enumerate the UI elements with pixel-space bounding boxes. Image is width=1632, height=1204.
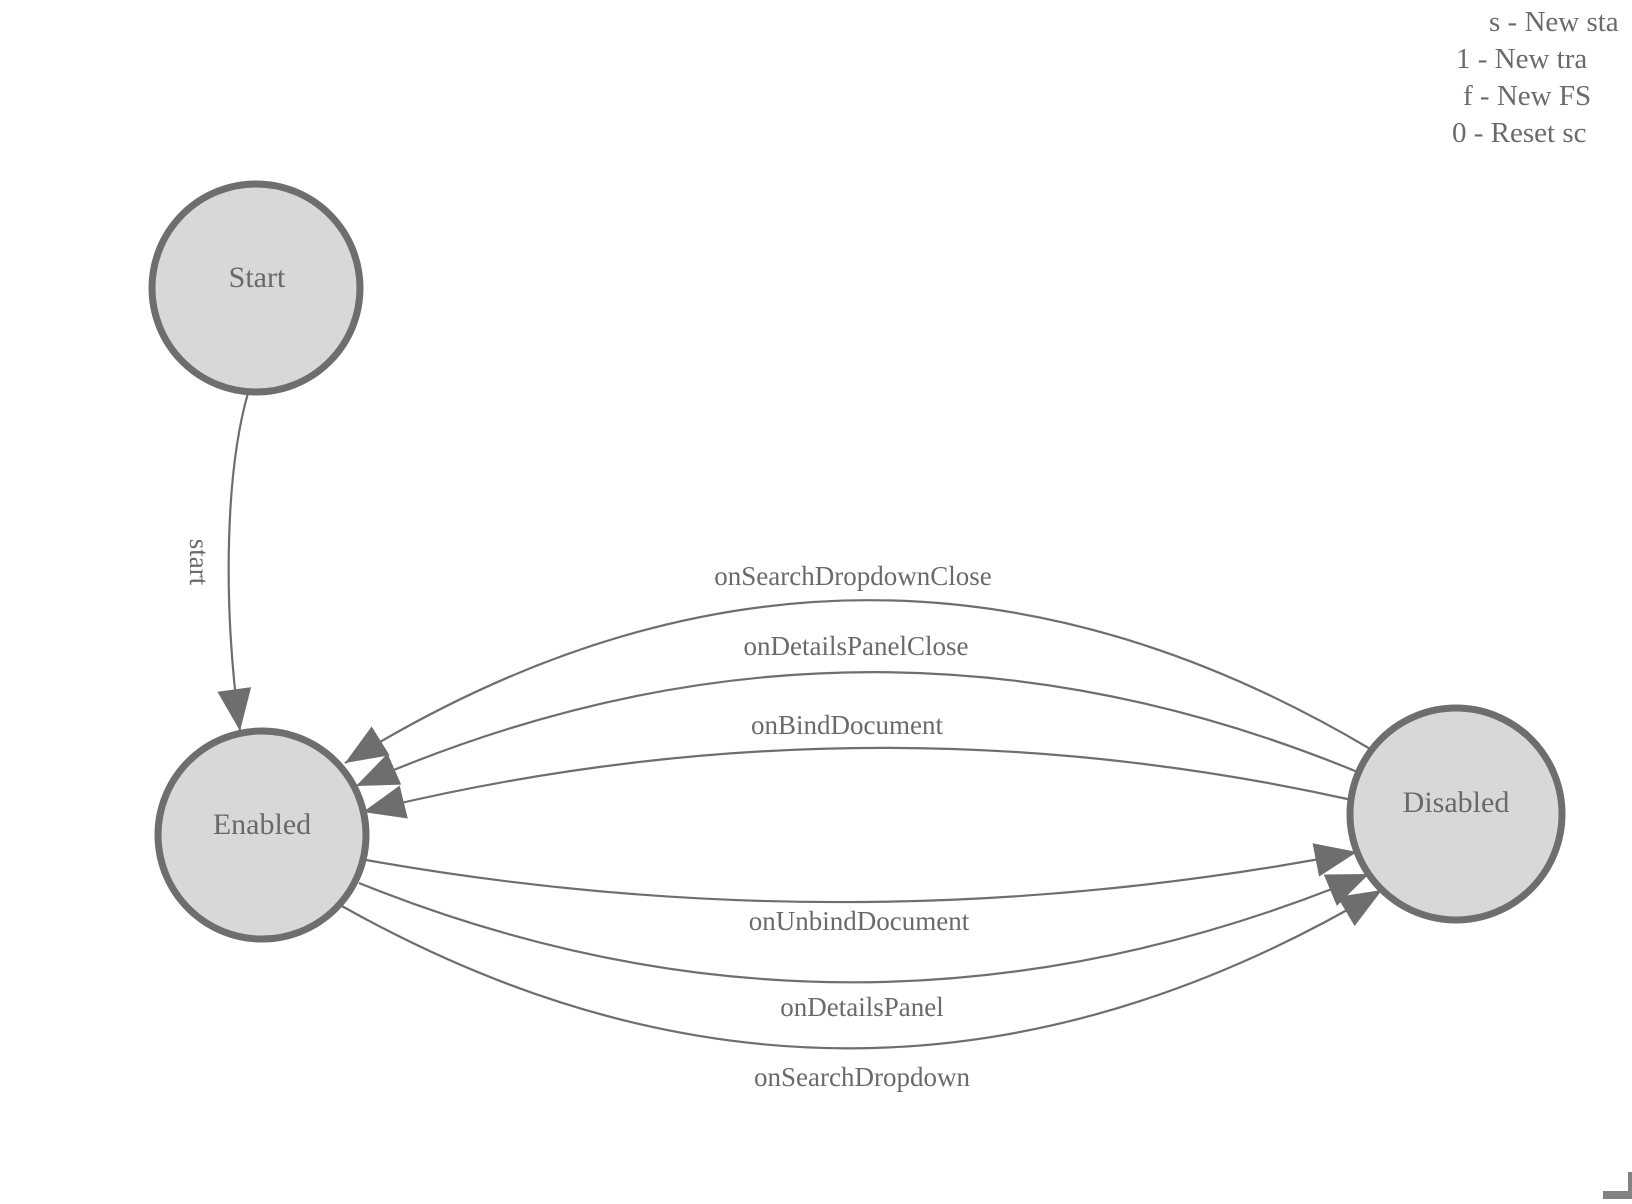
edge-label-start: start: [184, 539, 214, 586]
edge-onSearchDropdown[interactable]: [339, 889, 1383, 1050]
edge-label-onUnbindDocument: onUnbindDocument: [749, 906, 970, 936]
edge-label-onDetailsPanel: onDetailsPanel: [780, 992, 943, 1022]
edge-start-to-enabled[interactable]: [217, 392, 252, 732]
state-label-enabled: Enabled: [213, 808, 311, 841]
clipped-panel-corner: [1603, 1172, 1632, 1199]
edge-label-onBindDocument: onBindDocument: [751, 710, 943, 740]
state-label-disabled: Disabled: [1403, 786, 1510, 819]
state-node-start[interactable]: [148, 180, 364, 396]
state-label-start: Start: [229, 261, 286, 294]
edge-onUnbindDocument[interactable]: [365, 843, 1358, 904]
edge-onSearchDropdownClose[interactable]: [344, 599, 1373, 764]
edge-onDetailsPanelClose[interactable]: [355, 671, 1361, 788]
state-node-enabled[interactable]: [154, 727, 370, 943]
clipped-panel-corner-horizontal: [1603, 1191, 1632, 1199]
edge-onBindDocument[interactable]: [362, 746, 1353, 819]
state-node-disabled[interactable]: [1346, 704, 1566, 924]
clipped-panel-corner-vertical: [1628, 1172, 1632, 1198]
edge-onDetailsPanel[interactable]: [358, 872, 1370, 984]
edge-label-onSearchDropdownClose: onSearchDropdownClose: [714, 561, 991, 591]
edge-label-onSearchDropdown: onSearchDropdown: [754, 1062, 970, 1092]
edge-label-onDetailsPanelClose: onDetailsPanelClose: [744, 631, 969, 661]
